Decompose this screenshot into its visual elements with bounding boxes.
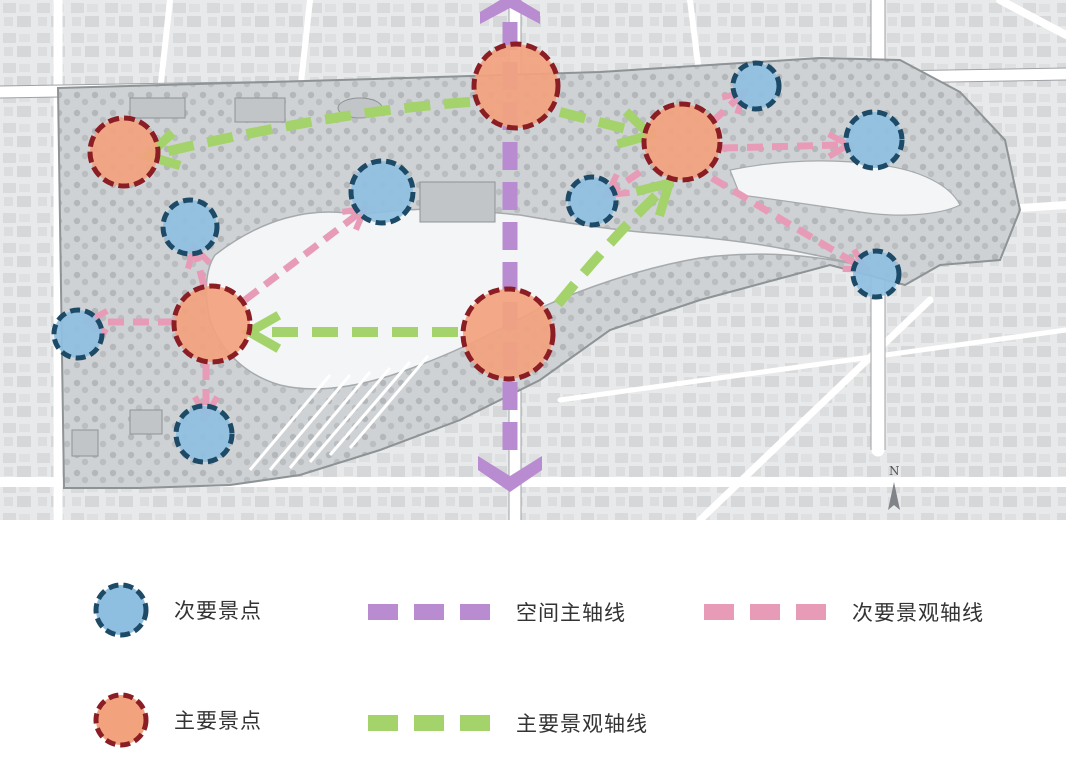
- secondary-spot-7: [565, 174, 619, 228]
- secondary-spot-3: [51, 307, 105, 361]
- legend-label-secondary-landscape-axis: 次要景观轴线: [852, 601, 984, 625]
- main-spatial-axis: [478, 0, 542, 492]
- secondary-spot-5: [730, 60, 782, 112]
- primary-spot-northwest: [87, 115, 161, 189]
- legend-secondary-spot: 次要景点: [92, 581, 262, 639]
- east-lake: [729, 160, 961, 216]
- primary-spot-north-center: [471, 41, 561, 131]
- park-plan-map: N: [0, 0, 1066, 520]
- legend-label-primary-landscape-axis: 主要景观轴线: [516, 712, 648, 736]
- plaza-hatch: [248, 355, 430, 471]
- legend-secondary-landscape-axis: 次要景观轴线: [704, 597, 984, 627]
- legend-main-spatial-axis: 空间主轴线: [368, 597, 626, 627]
- legend-label-primary-spot: 主要景点: [174, 709, 262, 733]
- secondary-spot-8: [850, 248, 902, 300]
- legend-primary-landscape-axis: 主要景观轴线: [368, 708, 648, 738]
- primary-spot-northeast: [641, 101, 723, 183]
- legend-label-secondary-spot: 次要景点: [174, 599, 262, 623]
- primary-spots: [87, 41, 723, 382]
- primary-landscape-axes: [160, 97, 660, 332]
- main-spatial-axis-swatch: [368, 604, 490, 620]
- primary-landscape-axis-swatch: [368, 715, 490, 731]
- secondary-spots: [51, 60, 905, 465]
- secondary-spot-4: [173, 403, 235, 465]
- north-label: N: [889, 464, 900, 478]
- primary-spot-swatch: [93, 692, 149, 748]
- secondary-spot-swatch: [93, 582, 149, 638]
- legend-primary-spot: 主要景点: [92, 691, 262, 749]
- secondary-landscape-axes: [96, 98, 858, 408]
- secondary-spot-1: [348, 158, 416, 226]
- secondary-spot-6: [843, 109, 905, 171]
- legend-label-main-spatial-axis: 空间主轴线: [516, 601, 626, 625]
- primary-spot-west: [171, 283, 253, 365]
- buildings: [71, 97, 496, 457]
- north-arrow-icon: N: [888, 464, 900, 510]
- secondary-spot-2: [160, 197, 220, 257]
- primary-spot-south-center: [460, 286, 556, 382]
- secondary-landscape-axis-swatch: [704, 604, 826, 620]
